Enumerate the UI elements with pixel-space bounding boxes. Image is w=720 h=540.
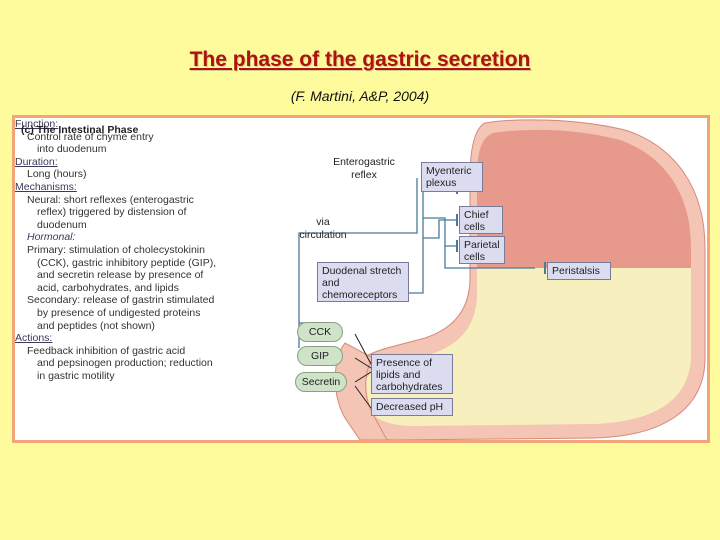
text-line: Primary: stimulation of cholecystokinin xyxy=(27,243,205,256)
secretin-pill: Secretin xyxy=(295,372,347,392)
stomach-interior xyxy=(477,129,691,268)
slide-subtitle: (F. Martini, A&P, 2004) xyxy=(290,88,430,104)
text-line: Long (hours) xyxy=(27,168,87,181)
lipids-carbs-box: Presence of lipids and carbohydrates xyxy=(371,354,453,394)
decreased-ph-box: Decreased pH xyxy=(371,398,453,416)
text-line: duodenum xyxy=(37,218,87,231)
text-line: Actions: xyxy=(15,332,53,345)
text-line: Hormonal: xyxy=(27,231,76,244)
text-line: (CCK), gastric inhibitory peptide (GIP), xyxy=(37,256,217,269)
text-line: and secretin release by presence of xyxy=(37,269,204,282)
text-line: and peptides (not shown) xyxy=(37,319,155,332)
panel-heading: (c) The Intestinal Phase xyxy=(21,124,139,136)
text-line: Feedback inhibition of gastric acid xyxy=(27,344,186,357)
via-circulation-label: via circulation xyxy=(299,216,347,241)
parietal-cells-box: Parietal cells xyxy=(459,236,505,264)
text-line: by presence of undigested proteins xyxy=(37,306,201,319)
enterogastric-reflex-label: Enterogastric reflex xyxy=(333,156,395,181)
text-line: Duration: xyxy=(15,155,58,168)
peristalsis-box: Peristalsis xyxy=(547,262,611,280)
myenteric-plexus-box: Myenteric plexus xyxy=(421,162,483,192)
slide-title: The phase of the gastric secretion xyxy=(189,48,531,71)
text-line: Function: xyxy=(15,118,59,130)
text-line: reflex) triggered by distension of xyxy=(37,206,187,219)
text-line: Control rate of chyme entry xyxy=(27,130,154,143)
duodenal-receptors-box: Duodenal stretch and chemoreceptors xyxy=(317,262,409,302)
figure-frame: (c) The Intestinal Phase Function:Contro… xyxy=(12,115,710,443)
chief-cells-box: Chief cells xyxy=(459,206,503,234)
text-line: Mechanisms: xyxy=(15,180,77,193)
cck-pill: CCK xyxy=(297,322,343,342)
text-line: Neural: short reflexes (enterogastric xyxy=(27,193,194,206)
text-line: acid, carbohydrates, and lipids xyxy=(37,281,179,294)
text-line: Secondary: release of gastrin stimulated xyxy=(27,294,215,307)
text-line: and pepsinogen production; reduction xyxy=(37,357,213,370)
gip-pill: GIP xyxy=(297,346,343,366)
text-line: in gastric motility xyxy=(37,369,115,382)
text-line: into duodenum xyxy=(37,143,107,156)
